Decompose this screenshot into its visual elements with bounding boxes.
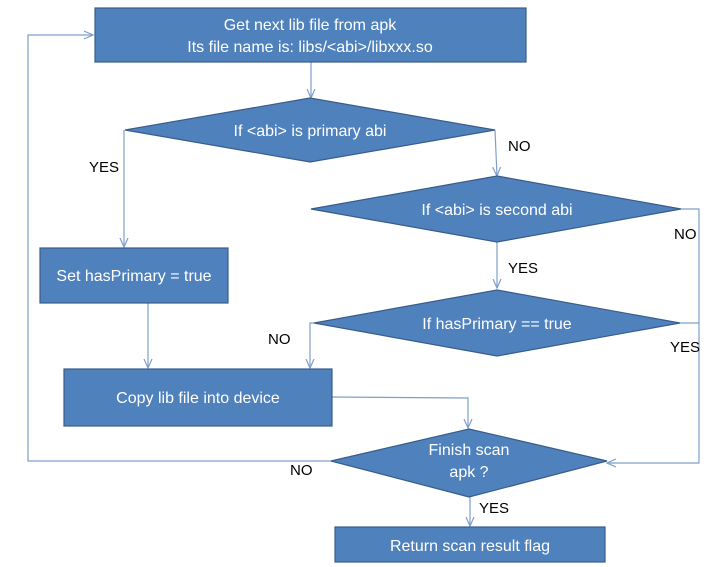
node-copy-lib-label: Copy lib file into device — [116, 390, 280, 407]
decision-primary-abi: If <abi> is primary abi — [124, 97, 496, 163]
connector-primary-no — [495, 129, 497, 176]
edge-label-primary-no: NO — [508, 138, 531, 155]
connector-has-primary-no — [310, 322, 314, 368]
node-return-flag-label: Return scan result flag — [390, 538, 550, 555]
decision-second-abi: If <abi> is second abi — [310, 175, 682, 243]
connector-finish-no — [27, 35, 331, 462]
edge-labels: YES NO NO YES NO YES NO YES — [89, 138, 700, 517]
node-get-next-lib: Get next lib file from apk Its file name… — [94, 7, 527, 63]
edge-label-finish-yes: YES — [479, 500, 509, 517]
decision-finish-scan-line2: apk ? — [449, 464, 488, 481]
node-return-flag: Return scan result flag — [334, 526, 606, 563]
connector-copy-to-finish — [331, 396, 468, 428]
node-set-has-primary: Set hasPrimary = true — [39, 247, 229, 304]
edge-label-second-no: NO — [674, 226, 697, 243]
connectors — [27, 35, 700, 526]
node-get-next-line2: Its file name is: libs/<abi>/libxxx.so — [187, 39, 433, 56]
decision-second-abi-label: If <abi> is second abi — [421, 202, 572, 219]
node-get-next-line1: Get next lib file from apk — [224, 17, 398, 34]
node-set-has-primary-label: Set hasPrimary = true — [56, 268, 211, 285]
edge-label-finish-no: NO — [290, 462, 313, 479]
edge-label-has-primary-yes: YES — [670, 339, 700, 356]
decision-finish-scan-line1: Finish scan — [429, 442, 510, 459]
decision-primary-abi-label: If <abi> is primary abi — [234, 123, 387, 140]
decision-finish-scan: Finish scan apk ? — [330, 428, 608, 498]
edge-label-has-primary-no: NO — [268, 331, 291, 348]
edge-label-primary-yes: YES — [89, 159, 119, 176]
connector-second-no — [607, 208, 700, 463]
node-copy-lib: Copy lib file into device — [63, 368, 333, 427]
decision-has-primary-label: If hasPrimary == true — [422, 316, 571, 333]
decision-has-primary: If hasPrimary == true — [313, 289, 681, 357]
edge-label-second-yes: YES — [508, 260, 538, 277]
